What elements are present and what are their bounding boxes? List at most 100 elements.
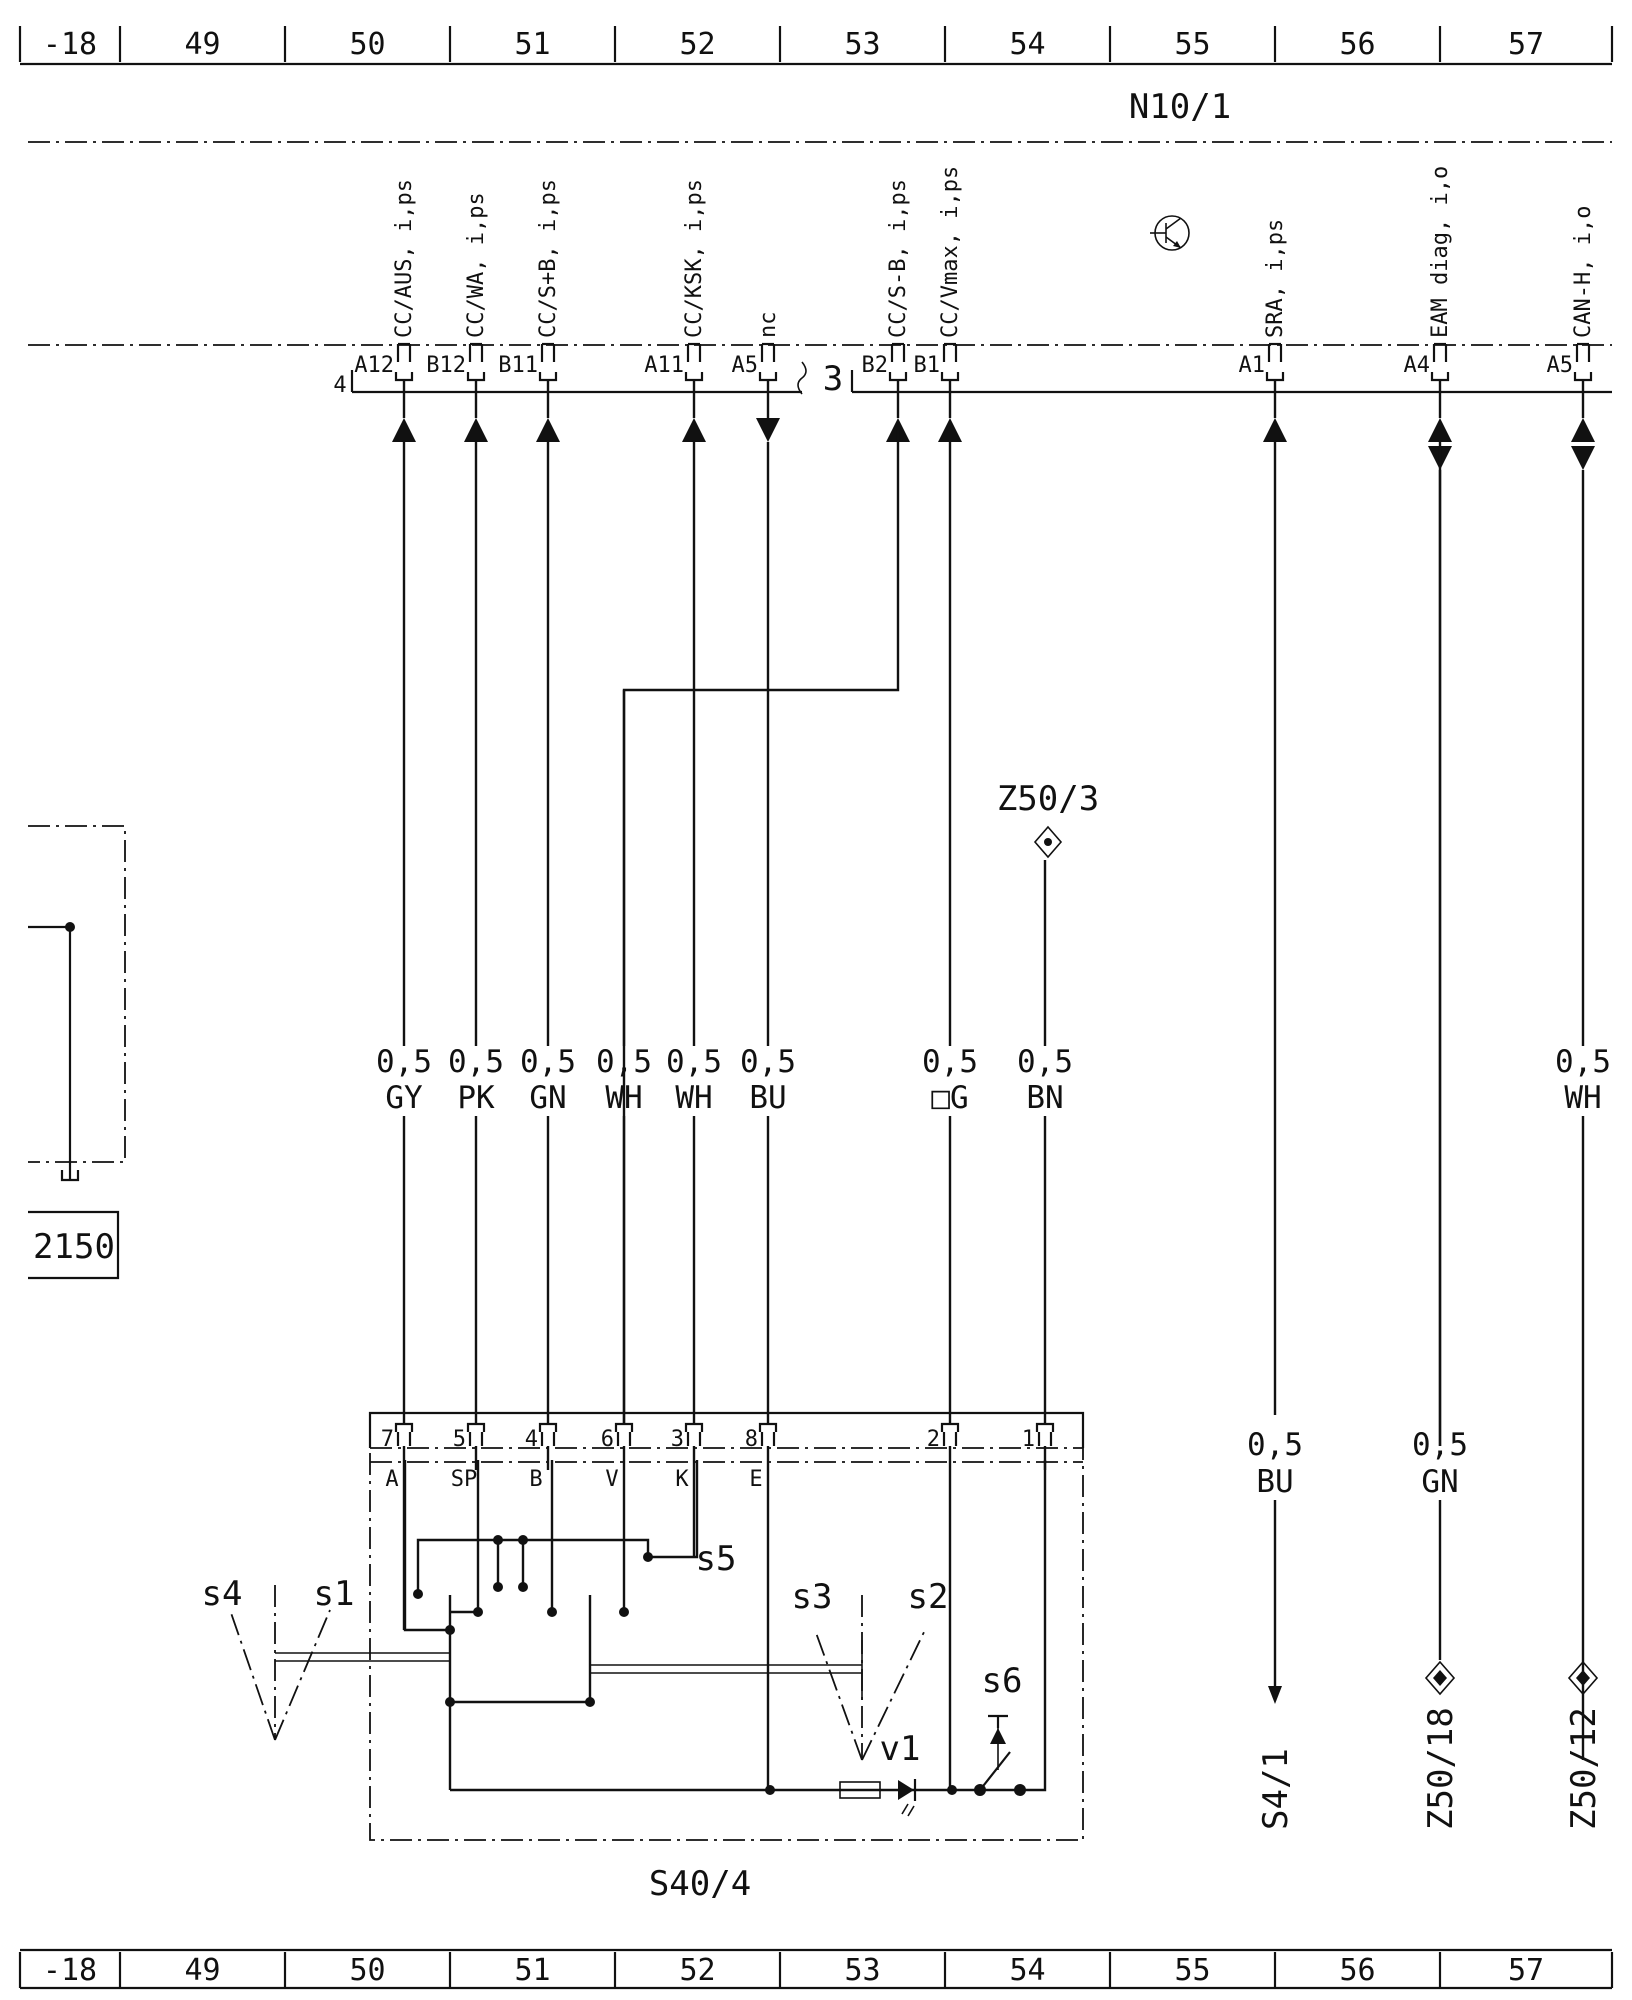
grid-column-50: 50 — [349, 27, 385, 62]
signal-label: CC/AUS, i,ps — [392, 179, 417, 338]
grid-column-50: 50 — [349, 1953, 385, 1988]
wire-size: 0,5 — [1017, 1044, 1073, 1080]
arrow-down-icon — [756, 418, 780, 442]
wire-color: BU — [749, 1080, 786, 1116]
grid-column-48: -18 — [43, 27, 97, 62]
switch-pin-5: 5SP — [451, 1422, 486, 1492]
arrow-up-icon — [682, 418, 706, 442]
grid-column-49: 49 — [184, 27, 220, 62]
grid-column-48: -18 — [43, 1953, 97, 1988]
signal-pin: B12 — [426, 353, 466, 378]
switch-s40-4: S40/4 — [368, 1411, 1085, 1904]
signal-label: CC/S+B, i,ps — [536, 179, 561, 338]
module-name: N10/1 — [1129, 87, 1231, 127]
arrow-down-icon — [1571, 446, 1595, 470]
lower-wire-2: Z50/12 — [1564, 1707, 1604, 1830]
lamp-v1-label: v1 — [880, 1729, 921, 1769]
arrow-up-icon — [1571, 418, 1595, 442]
signal-label: SRA, i,ps — [1263, 219, 1288, 338]
signal-pin: B11 — [498, 353, 538, 378]
destination-label: Z50/18 — [1421, 1707, 1461, 1830]
switch-name: S40/4 — [649, 1864, 751, 1904]
connector-3-number: 3 — [823, 359, 843, 399]
wire-color: GN — [529, 1080, 566, 1116]
arrow-up-icon — [1428, 418, 1452, 442]
signal-pin: A5 — [732, 353, 759, 378]
wire-color: □G — [931, 1080, 968, 1116]
wire-size: 0,5 — [1555, 1044, 1611, 1080]
switch-pin-1: 1 — [1022, 1422, 1055, 1470]
contact-s6: s6 — [982, 1661, 1023, 1701]
switch-pin-number: 2 — [927, 1427, 940, 1452]
switch-pin-letter: E — [749, 1467, 762, 1492]
wire-runs: 0,5GY0,5PK0,5GN0,5WH0,5WH0,5BU0,5□G0,5BN… — [376, 442, 1611, 1760]
switch-pin-3: 3K — [671, 1422, 704, 1492]
grid-column-53: 53 — [844, 1953, 880, 1988]
grid-column-56: 56 — [1339, 1953, 1375, 1988]
destination-label: Z50/12 — [1564, 1707, 1604, 1830]
wire-color: GY — [385, 1080, 423, 1116]
splice-diamond-icon — [1567, 1660, 1599, 1696]
connector-break — [797, 361, 807, 395]
grid-column-56: 56 — [1339, 27, 1375, 62]
wire-color: WH — [675, 1080, 712, 1116]
switch-pin-number: 5 — [453, 1427, 466, 1452]
switch-pin-letter: V — [605, 1467, 618, 1492]
contact-indicators — [229, 1585, 926, 1761]
transistor-icon — [1150, 215, 1190, 251]
wire-color: BU — [1256, 1464, 1293, 1500]
switch-pin-letter: SP — [451, 1467, 478, 1492]
signal-label: EAM diag, i,o — [1428, 166, 1453, 338]
wire-size: 0,5 — [740, 1044, 796, 1080]
signal-label: CAN-H, i,o — [1571, 206, 1596, 338]
switch-pin-number: 6 — [601, 1427, 614, 1452]
switch-pin-2: 2 — [927, 1422, 960, 1470]
signal-label: CC/Vmax, i,ps — [938, 166, 963, 338]
arrow-up-icon — [464, 418, 488, 442]
wire-size: 0,5 — [448, 1044, 504, 1080]
grid-column-54: 54 — [1009, 27, 1045, 62]
left-box-label: 2150 — [33, 1227, 115, 1267]
switch-pin-8: 8E — [745, 1422, 778, 1492]
contact-s2: s2 — [908, 1577, 949, 1617]
wire-color: GN — [1421, 1464, 1458, 1500]
switch-pin-6: 6V — [601, 1422, 634, 1492]
left-component-box: 2150 — [28, 825, 126, 1280]
switch-pin-4: 4B — [525, 1422, 558, 1492]
grid-column-52: 52 — [679, 1953, 715, 1988]
contact-s3: s3 — [792, 1577, 833, 1617]
splice-diamond-icon — [1033, 825, 1063, 859]
signal-a4-8: EAM diag, i,oA4 — [1404, 166, 1453, 470]
signal-pin: A11 — [644, 353, 684, 378]
contact-s5: s5 — [696, 1539, 737, 1579]
signal-label: CC/KSK, i,ps — [682, 179, 707, 338]
wire-8: 0,5WH — [1555, 470, 1611, 1760]
switch-internal-circuit — [275, 1460, 1047, 1817]
splice-z50-3-label: Z50/3 — [997, 779, 1099, 819]
grid-column-52: 52 — [679, 27, 715, 62]
wire-4: 0,5WH — [666, 442, 722, 1425]
arrow-up-icon — [1263, 418, 1287, 442]
wire-5: 0,5BU — [740, 442, 796, 1425]
wire-0: 0,5GY — [376, 442, 432, 1425]
arrow-up-icon — [392, 418, 416, 442]
signal-a5-9: CAN-H, i,oA5 — [1547, 206, 1596, 470]
contact-s1: s1 — [314, 1574, 355, 1614]
grid-column-54: 54 — [1009, 1953, 1045, 1988]
wire-size: 0,5 — [666, 1044, 722, 1080]
wire-size: 0,5 — [1247, 1427, 1303, 1463]
arrow-down-icon — [1268, 1686, 1282, 1704]
grid-column-57: 57 — [1508, 27, 1544, 62]
